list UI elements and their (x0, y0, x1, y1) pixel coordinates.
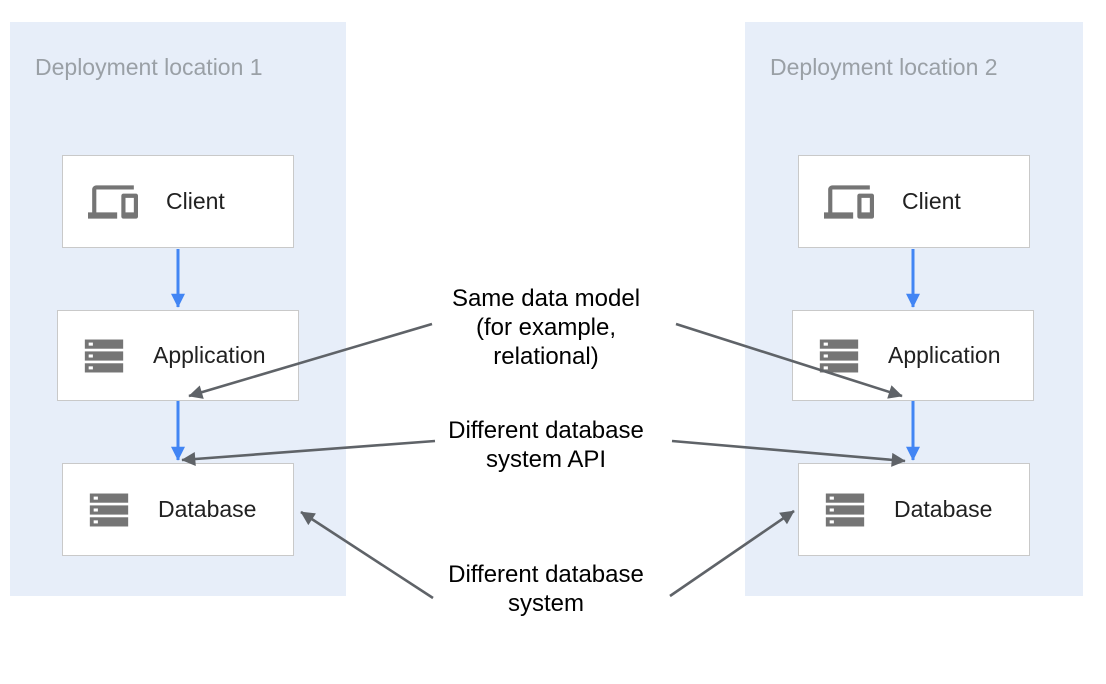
node-label: Client (166, 188, 225, 214)
storage-icon (82, 487, 136, 533)
annotation-line: relational) (493, 343, 599, 370)
node-application-1: Application (57, 310, 299, 401)
node-client-2: Client (798, 155, 1030, 248)
node-label: Database (158, 496, 257, 522)
annotation-line: (for example, (475, 314, 617, 341)
node-label: Application (153, 342, 266, 368)
node-client-1: Client (62, 155, 294, 248)
node-label: Application (888, 342, 1001, 368)
annotation-line: Different database (448, 561, 644, 588)
annotation-line: Different database (448, 417, 644, 444)
node-application-2: Application (792, 310, 1034, 401)
node-label: Database (894, 496, 993, 522)
annotation-line: Same data model (451, 285, 641, 312)
storage-icon (812, 333, 866, 379)
devices-icon (818, 177, 880, 227)
node-database-1: Database (62, 463, 294, 556)
node-database-2: Database (798, 463, 1030, 556)
panel-title-1: Deployment location 1 (35, 54, 263, 80)
panel-title-2: Deployment location 2 (770, 54, 998, 80)
annotation-different-db-api: Different database system API (411, 416, 681, 474)
annotation-line: system (507, 590, 584, 617)
storage-icon (818, 487, 872, 533)
storage-icon (77, 333, 131, 379)
annotation-different-db-system: Different database system (411, 560, 681, 618)
node-label: Client (902, 188, 961, 214)
devices-icon (82, 177, 144, 227)
annotation-line: system API (485, 446, 607, 473)
annotation-same-data-model: Same data model (for example, relational… (411, 284, 681, 371)
